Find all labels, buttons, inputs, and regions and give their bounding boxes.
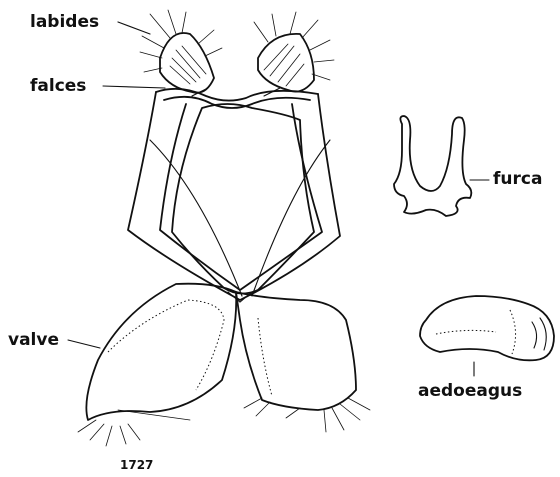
leader-valve	[68, 340, 100, 348]
label-falces: falces	[30, 76, 86, 96]
figure-number: 1727	[120, 458, 153, 472]
labides-setae	[140, 10, 334, 86]
leader-falces	[103, 86, 165, 88]
aedoeagus	[420, 296, 554, 360]
label-aedoeagus: aedoeagus	[418, 381, 522, 401]
label-furca: furca	[493, 169, 542, 189]
furca	[394, 116, 471, 216]
valve-setae	[78, 398, 370, 446]
valves	[78, 284, 370, 446]
label-valve: valve	[8, 330, 59, 350]
label-labides: labides	[30, 12, 99, 32]
labides-lobes	[140, 10, 334, 93]
central-segment	[128, 92, 340, 300]
leader-labides	[118, 22, 150, 34]
